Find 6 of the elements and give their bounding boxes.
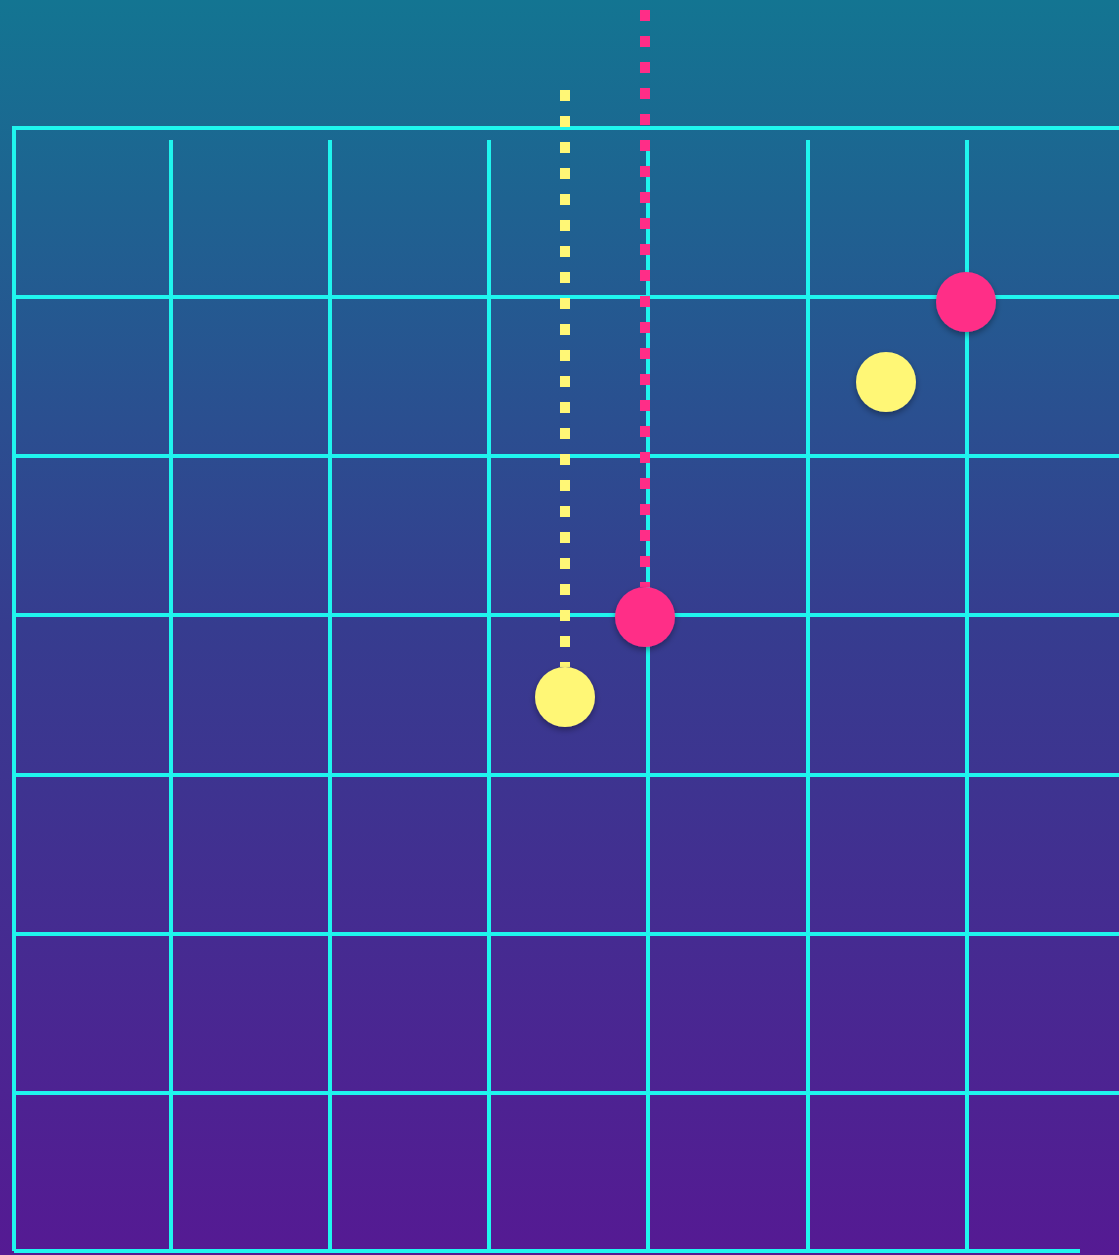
dotted-line xyxy=(640,10,650,587)
data-point xyxy=(936,272,996,332)
data-point xyxy=(856,352,916,412)
data-point xyxy=(535,667,595,727)
data-point xyxy=(615,587,675,647)
dotted-line xyxy=(560,90,570,667)
